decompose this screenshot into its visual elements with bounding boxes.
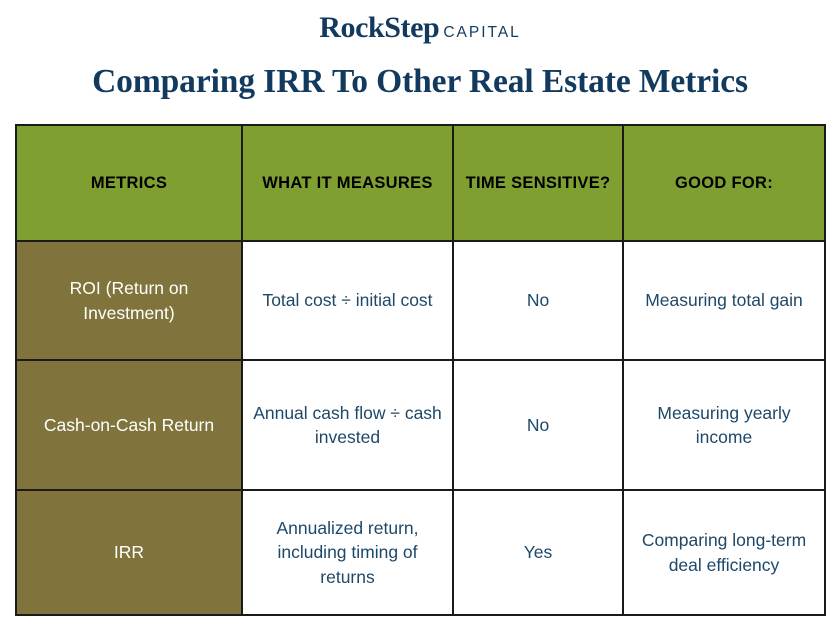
table-body: ROI (Return on Investment) Total cost ÷ …: [15, 240, 826, 616]
cell-what-it-measures: Annualized return, including timing of r…: [241, 489, 454, 616]
comparison-table-container: METRICS WHAT IT MEASURES TIME SENSITIVE?…: [15, 124, 826, 616]
cell-metric-name: ROI (Return on Investment): [15, 240, 243, 361]
comparison-table: METRICS WHAT IT MEASURES TIME SENSITIVE?…: [15, 124, 826, 616]
table-row: Cash-on-Cash Return Annual cash flow ÷ c…: [15, 359, 826, 491]
column-header-what-it-measures: WHAT IT MEASURES: [241, 124, 454, 242]
cell-good-for: Measuring total gain: [622, 240, 826, 361]
page-title: Comparing IRR To Other Real Estate Metri…: [92, 63, 748, 100]
brand-name: RockStep: [319, 11, 440, 44]
cell-metric-name: IRR: [15, 489, 243, 616]
cell-time-sensitive: No: [452, 359, 624, 491]
cell-what-it-measures: Annual cash flow ÷ cash invested: [241, 359, 454, 491]
table-row: IRR Annualized return, including timing …: [15, 489, 826, 616]
cell-time-sensitive: No: [452, 240, 624, 361]
column-header-good-for: GOOD FOR:: [622, 124, 826, 242]
cell-metric-name: Cash-on-Cash Return: [15, 359, 243, 491]
column-header-time-sensitive: TIME SENSITIVE?: [452, 124, 624, 242]
cell-time-sensitive: Yes: [452, 489, 624, 616]
cell-good-for: Measuring yearly income: [622, 359, 826, 491]
brand-subtitle: CAPITAL: [443, 24, 521, 41]
table-row: ROI (Return on Investment) Total cost ÷ …: [15, 240, 826, 361]
cell-good-for: Comparing long-term deal efficiency: [622, 489, 826, 616]
table-header: METRICS WHAT IT MEASURES TIME SENSITIVE?…: [15, 124, 826, 242]
column-header-metrics: METRICS: [15, 124, 243, 242]
cell-what-it-measures: Total cost ÷ initial cost: [241, 240, 454, 361]
table-header-row: METRICS WHAT IT MEASURES TIME SENSITIVE?…: [15, 124, 826, 242]
